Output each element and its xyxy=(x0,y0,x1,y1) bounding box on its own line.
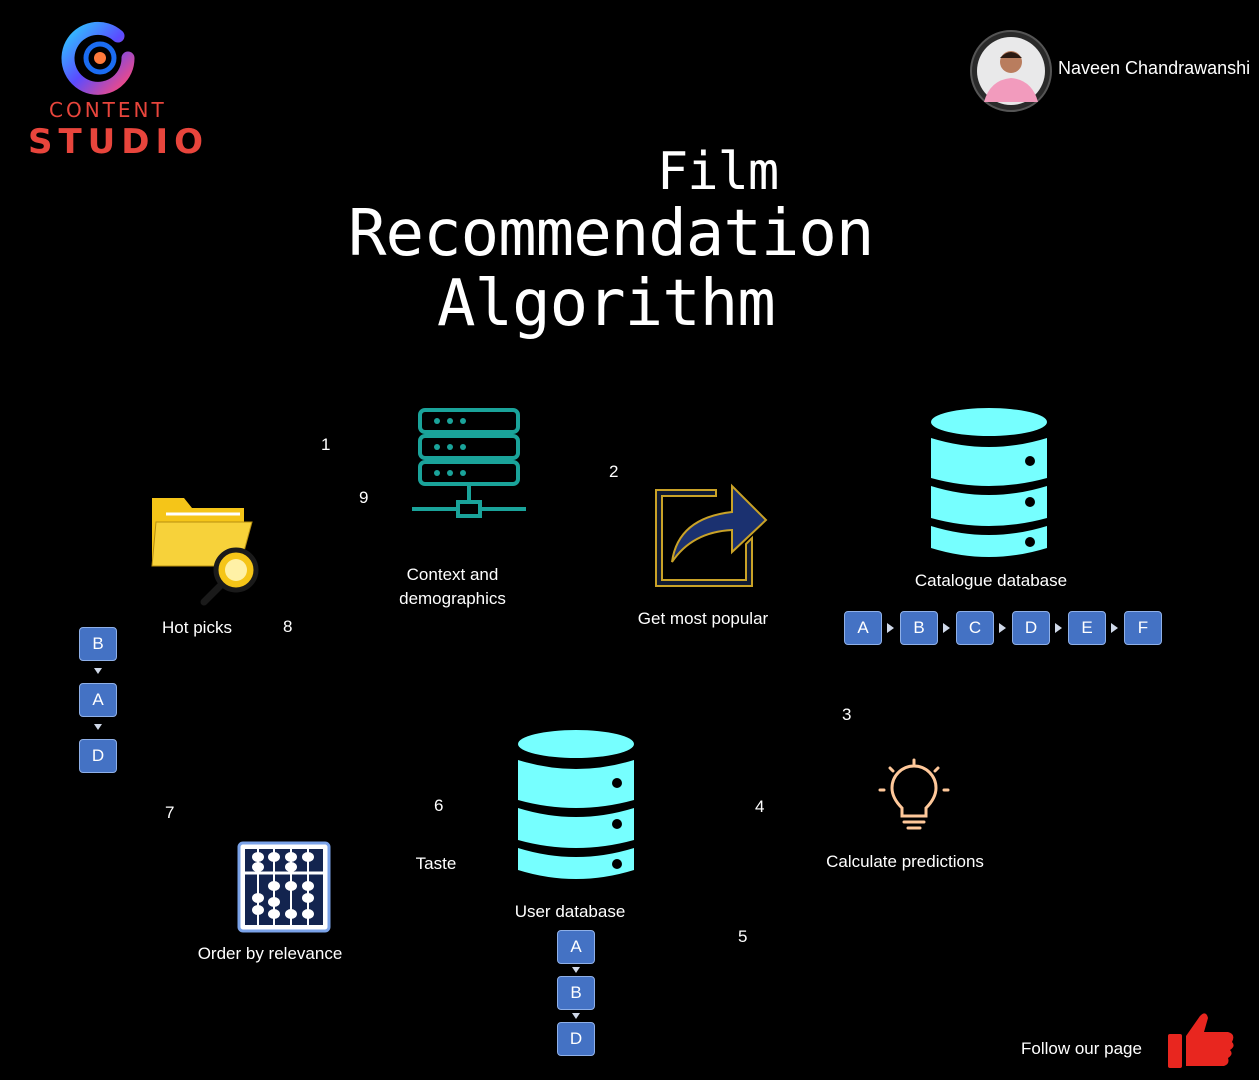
user-db-label: User database xyxy=(514,902,626,921)
step-number-5: 5 xyxy=(738,927,748,946)
folder-search-icon xyxy=(151,498,259,606)
lightbulb-icon xyxy=(878,758,950,830)
abacus-icon xyxy=(237,841,331,933)
database-icon xyxy=(931,408,1047,557)
follow-text[interactable]: Follow our page xyxy=(1021,1039,1142,1058)
logo-icon xyxy=(61,21,135,95)
hot-item: B xyxy=(79,627,117,661)
title-line-1: Film xyxy=(657,142,779,202)
order-label: Order by relevance xyxy=(197,944,343,963)
catalogue-item: A xyxy=(844,611,882,645)
step-number-1: 1 xyxy=(321,435,331,454)
arrow-right-icon xyxy=(943,623,950,633)
arrow-down-icon xyxy=(94,724,102,730)
predictions-label: Calculate predictions xyxy=(826,852,984,871)
step-number-3: 3 xyxy=(842,705,852,724)
logo-text-studio: STUDIO xyxy=(28,122,210,162)
arrow-right-icon xyxy=(887,623,894,633)
user-item: A xyxy=(557,930,595,964)
arrow-down-icon xyxy=(94,668,102,674)
arrow-right-icon xyxy=(1111,623,1118,633)
arrow-right-icon xyxy=(1055,623,1062,633)
taste-label: Taste xyxy=(415,854,457,873)
catalogue-item: F xyxy=(1124,611,1162,645)
user-item: D xyxy=(557,1022,595,1056)
thumbs-up-icon[interactable] xyxy=(1166,1010,1236,1070)
title-line-2: Recommendation xyxy=(348,197,874,271)
server-icon xyxy=(412,408,526,518)
author-name[interactable]: Naveen Chandrawanshi xyxy=(1058,58,1251,78)
database-icon xyxy=(518,730,634,879)
step-number-4: 4 xyxy=(755,797,765,816)
share-arrow-icon xyxy=(655,483,768,587)
catalogue-item: D xyxy=(1012,611,1050,645)
step-number-9: 9 xyxy=(359,488,369,507)
user-item: B xyxy=(557,976,595,1010)
title-line-3: Algorithm xyxy=(437,267,776,341)
catalogue-label: Catalogue database xyxy=(914,571,1068,590)
step-number-6: 6 xyxy=(434,796,444,815)
step-number-7: 7 xyxy=(165,803,175,822)
context-label-line1: Context and xyxy=(406,565,499,584)
step-number-2: 2 xyxy=(609,462,619,481)
hot-item: A xyxy=(79,683,117,717)
catalogue-item: C xyxy=(956,611,994,645)
popular-label: Get most popular xyxy=(637,609,769,628)
logo-text-content: CONTENT xyxy=(49,98,167,122)
catalogue-item: B xyxy=(900,611,938,645)
arrow-down-icon xyxy=(572,967,580,973)
avatar[interactable] xyxy=(970,30,1052,112)
catalogue-item: E xyxy=(1068,611,1106,645)
step-number-8: 8 xyxy=(283,617,293,636)
hot-picks-label: Hot picks xyxy=(162,618,232,637)
context-label-line2: demographics xyxy=(399,589,506,608)
arrow-right-icon xyxy=(999,623,1006,633)
hot-item: D xyxy=(79,739,117,773)
arrow-down-icon xyxy=(572,1013,580,1019)
